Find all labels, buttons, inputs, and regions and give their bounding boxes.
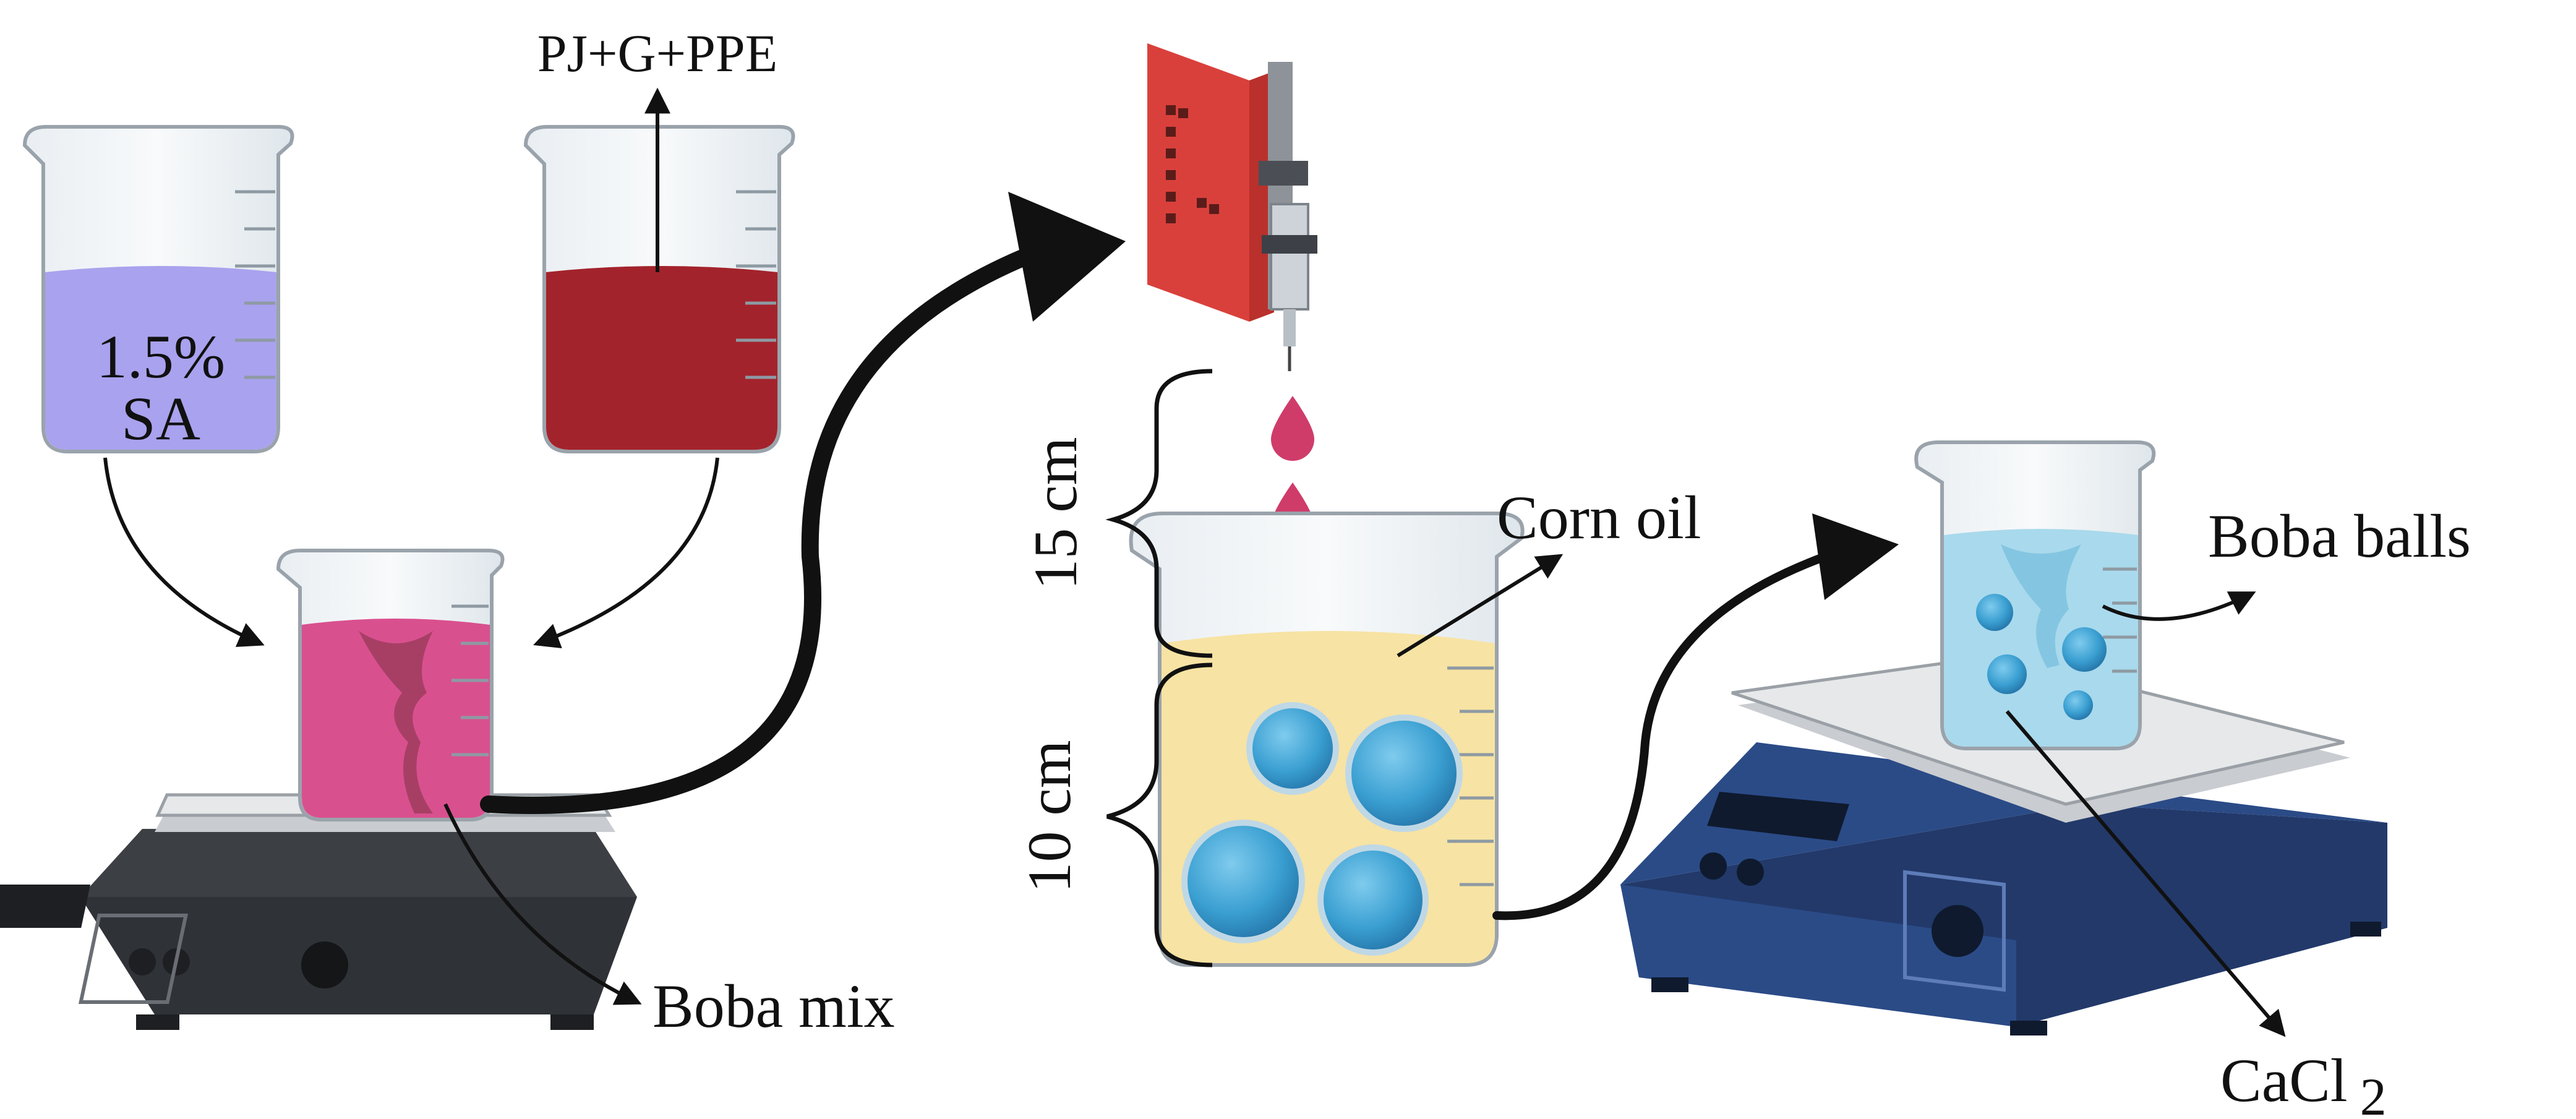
corn-oil-pointer bbox=[1397, 554, 1564, 658]
corn-oil-beaker bbox=[1129, 512, 1525, 967]
boba-ball-icon bbox=[2063, 690, 2093, 720]
magnetic-stirrer-gray bbox=[0, 793, 637, 1030]
boba-mix-pointer bbox=[443, 803, 642, 1005]
height-top-label: 15 cm bbox=[1021, 437, 1090, 590]
boba-balls-label: Boba balls bbox=[2208, 502, 2471, 570]
boba-ball-icon bbox=[2062, 627, 2107, 672]
mix-to-pump-arrowhead bbox=[1008, 192, 1126, 322]
oil-to-cacl2-arrow bbox=[1492, 552, 1829, 920]
vortex bbox=[359, 631, 433, 813]
boba-ball-icon bbox=[1317, 844, 1429, 956]
boba-balls-pointer bbox=[2102, 591, 2256, 621]
boba-mix-label: Boba mix bbox=[653, 972, 895, 1040]
boba-ball-icon bbox=[1181, 820, 1305, 943]
pj-to-mix-arrow bbox=[533, 457, 719, 649]
brace-15cm bbox=[1105, 369, 1213, 658]
height-bottom-label: 10 cm bbox=[1015, 740, 1084, 893]
sa-label-line2: SA bbox=[121, 384, 200, 453]
boba-ball-icon bbox=[1987, 654, 2027, 694]
magnetic-stirrer-blue bbox=[1620, 654, 2387, 1035]
pj-solution bbox=[546, 266, 777, 450]
boba-ball-icon bbox=[1246, 702, 1339, 795]
droplet-icon bbox=[1271, 396, 1314, 461]
oil-to-cacl2-arrowhead bbox=[1812, 513, 1899, 600]
vortex bbox=[2001, 544, 2081, 668]
boba-ball-icon bbox=[1345, 714, 1463, 832]
cacl2-beaker bbox=[1914, 440, 2156, 750]
sa-label: 1.5% bbox=[96, 322, 225, 391]
sa-beaker: 1.5% SA bbox=[22, 125, 294, 453]
cacl2-pointer bbox=[2005, 710, 2286, 1037]
pj-label: PJ+G+PPE bbox=[537, 24, 778, 83]
mix-to-pump-arrow bbox=[480, 245, 1042, 814]
sa-solution bbox=[45, 266, 276, 450]
boba-mix-beaker bbox=[276, 549, 505, 821]
corn-oil-label: Corn oil bbox=[1497, 483, 1701, 552]
brace-10cm bbox=[1106, 662, 1213, 967]
sa-to-mix-arrow bbox=[103, 457, 265, 647]
pj-beaker: PJ+G+PPE bbox=[523, 24, 795, 453]
boba-ball-icon bbox=[1976, 594, 2013, 631]
